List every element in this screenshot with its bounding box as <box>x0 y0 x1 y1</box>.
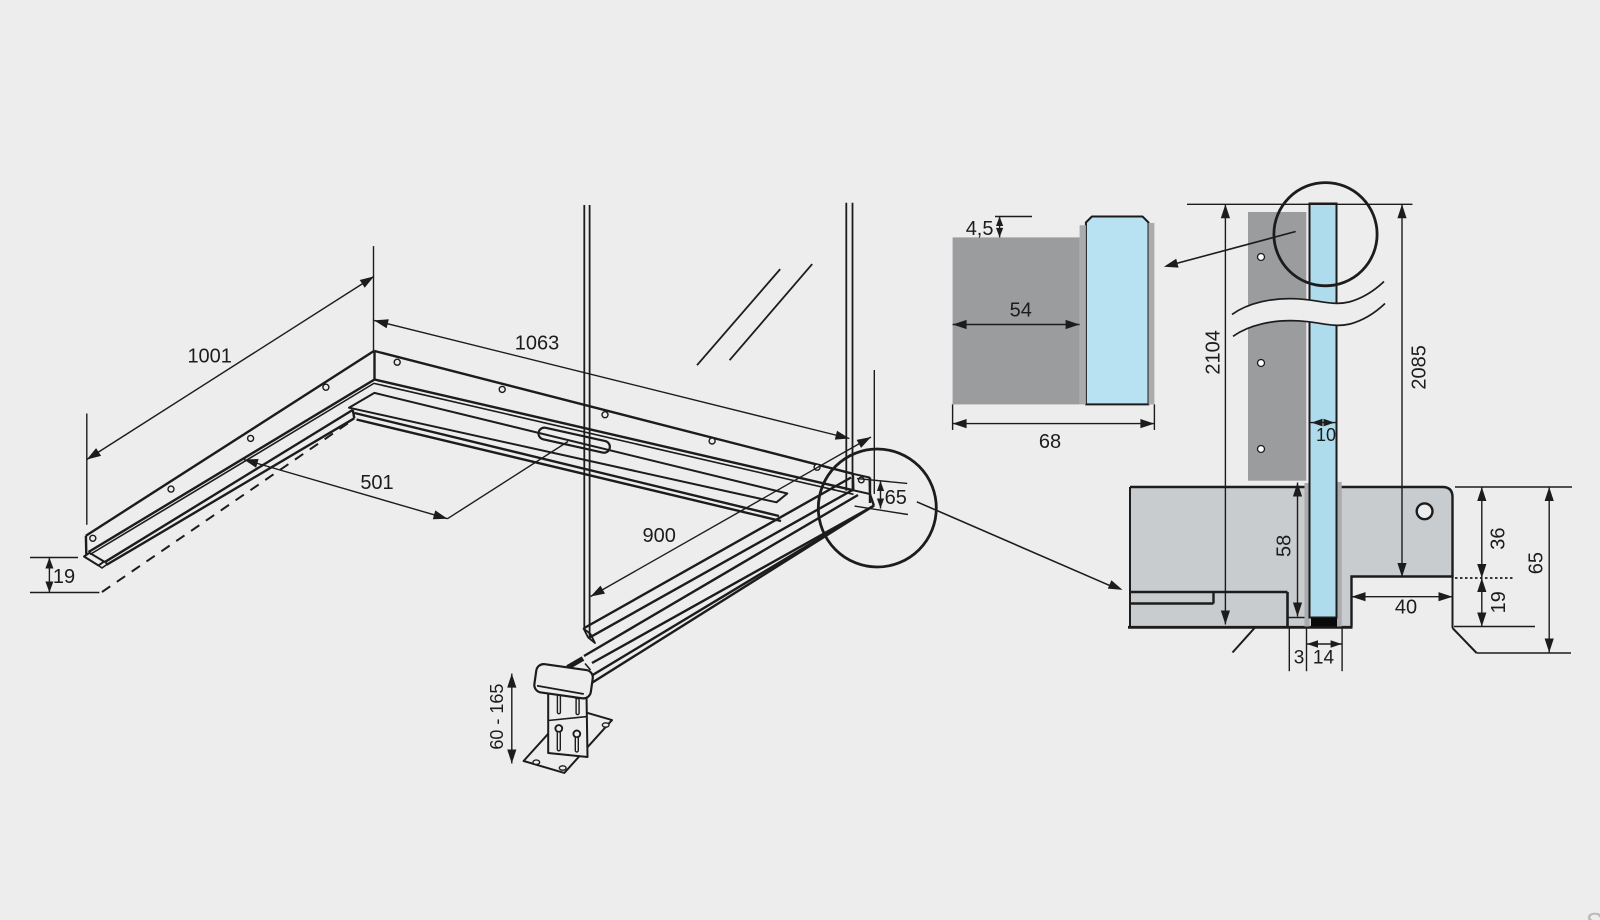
svg-text:900: 900 <box>643 525 676 547</box>
svg-text:58: 58 <box>1274 535 1296 557</box>
svg-text:65: 65 <box>1525 552 1547 574</box>
svg-text:19: 19 <box>53 566 75 588</box>
svg-text:3: 3 <box>1294 648 1305 669</box>
svg-text:2104: 2104 <box>1203 330 1225 375</box>
svg-text:36: 36 <box>1487 527 1509 549</box>
svg-text:19: 19 <box>1488 591 1510 613</box>
svg-text:1001: 1001 <box>187 346 232 368</box>
svg-text:40: 40 <box>1395 597 1417 619</box>
svg-text:68: 68 <box>1039 431 1061 453</box>
svg-text:501: 501 <box>360 472 393 494</box>
svg-text:65: 65 <box>885 487 907 509</box>
svg-text:SU: SU <box>1586 907 1600 920</box>
svg-text:60 - 165: 60 - 165 <box>487 684 507 750</box>
svg-text:1063: 1063 <box>515 333 560 355</box>
svg-text:4,5: 4,5 <box>966 218 994 240</box>
svg-text:10: 10 <box>1316 425 1336 445</box>
svg-text:14: 14 <box>1313 648 1335 669</box>
svg-text:54: 54 <box>1010 300 1032 322</box>
svg-text:2085: 2085 <box>1409 345 1431 390</box>
